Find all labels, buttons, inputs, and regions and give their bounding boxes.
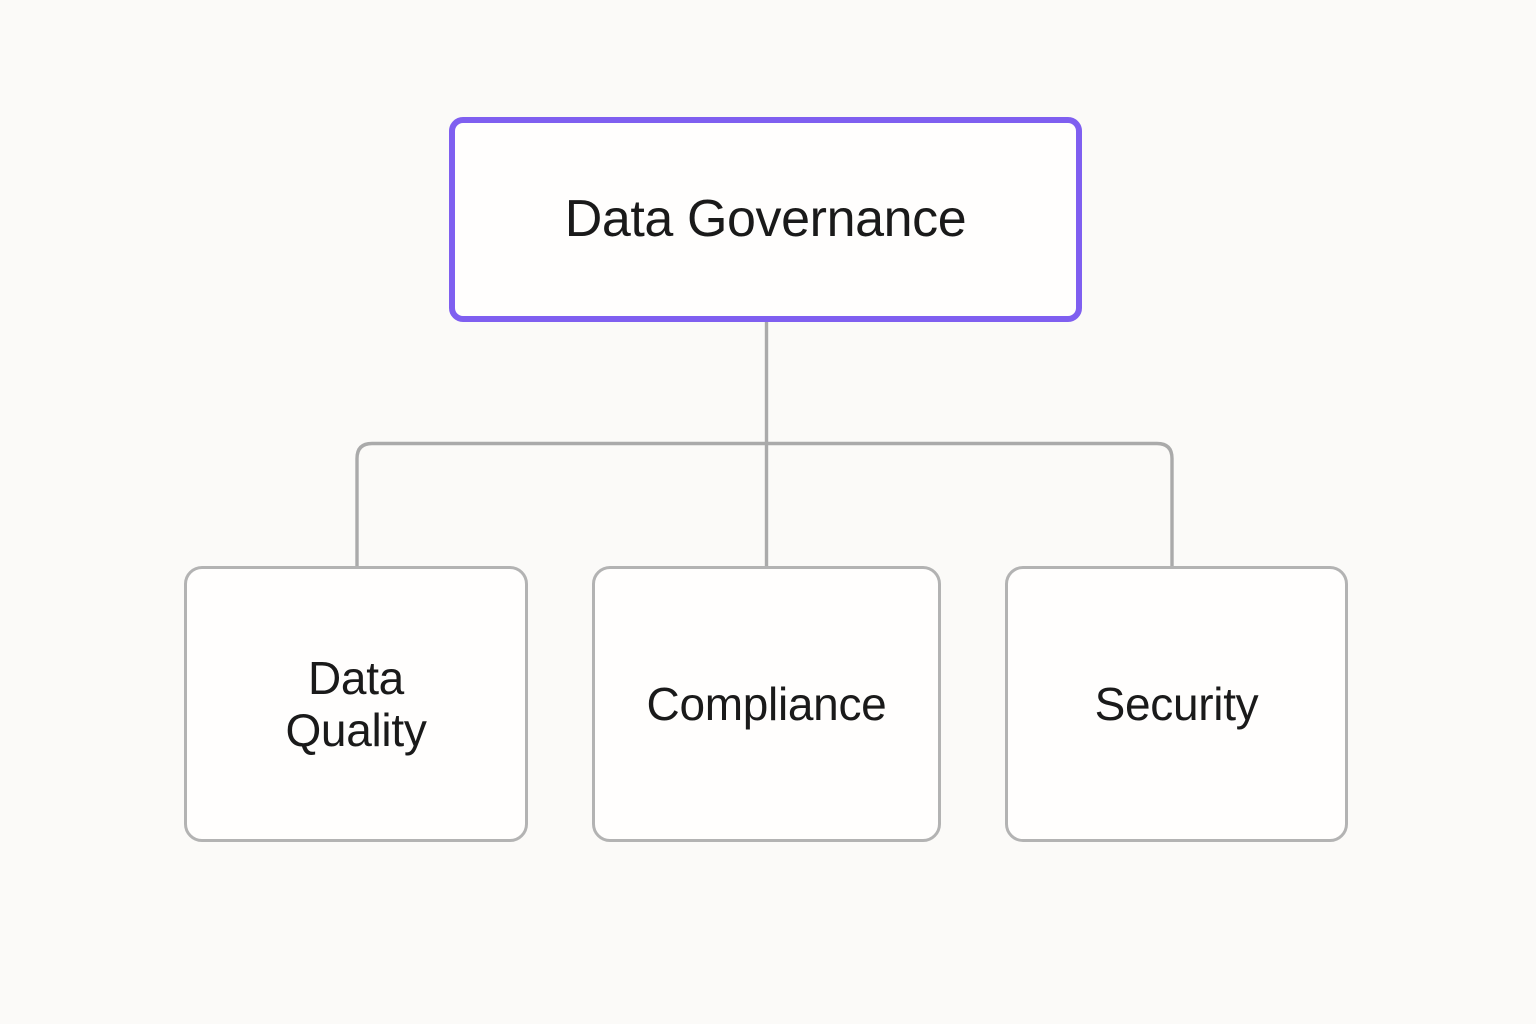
node-label-data-governance: Data Governance xyxy=(564,190,967,249)
edge-to-data-quality xyxy=(355,441,767,566)
node-compliance[interactable]: Compliance xyxy=(592,566,941,842)
node-data-governance[interactable]: Data Governance xyxy=(449,117,1082,322)
edge-to-security xyxy=(766,441,1174,566)
node-security[interactable]: Security xyxy=(1005,566,1348,842)
node-data-quality[interactable]: Data Quality xyxy=(184,566,528,842)
node-label-compliance: Compliance xyxy=(646,677,887,730)
node-label-data-quality: Data Quality xyxy=(285,651,427,756)
node-label-security: Security xyxy=(1094,677,1259,730)
